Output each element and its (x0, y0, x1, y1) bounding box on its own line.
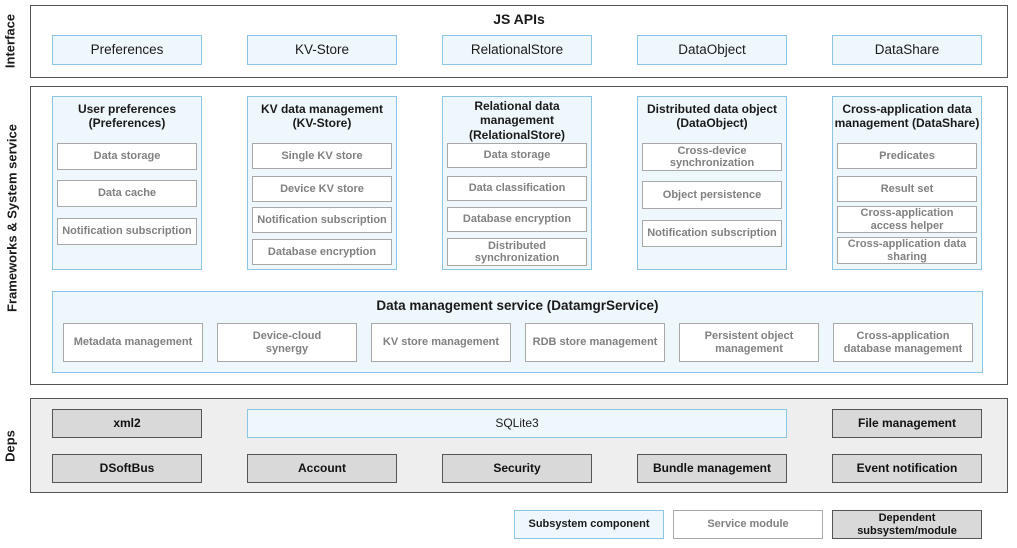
kv-single-kv-store: Single KV store (252, 143, 392, 169)
panel-preferences: User preferences (Preferences) Data stor… (52, 96, 202, 270)
api-dataobject: DataObject (637, 35, 787, 65)
legend-dependent-module: Dependent subsystem/module (832, 510, 982, 539)
dep-file-management: File management (832, 409, 982, 438)
dep-bundle-management: Bundle management (637, 454, 787, 483)
dms-metadata-management: Metadata management (63, 323, 203, 362)
dep-xml2: xml2 (52, 409, 202, 438)
datamgr-service-panel: Data management service (DatamgrService)… (52, 291, 983, 373)
rdb-data-storage: Data storage (447, 143, 587, 168)
legend-service-module: Service module (673, 510, 823, 539)
rdb-distributed-synchronization: Distributed synchronization (447, 238, 587, 266)
panel-datashare-title: Cross-application data management (DataS… (834, 102, 980, 131)
dep-account: Account (247, 454, 397, 483)
js-apis-title: JS APIs (493, 11, 545, 27)
dep-dsoftbus: DSoftBus (52, 454, 202, 483)
dms-rdb-store-management: RDB store management (525, 323, 665, 362)
panel-datashare: Cross-application data management (DataS… (832, 96, 982, 270)
share-access-helper: Cross-application access helper (837, 206, 977, 233)
panel-dataobject: Distributed data object (DataObject) Cro… (637, 96, 787, 270)
panel-relationalstore: Relational data management (RelationalSt… (442, 96, 592, 270)
share-data-sharing: Cross-application data sharing (837, 237, 977, 264)
share-predicates: Predicates (837, 143, 977, 169)
kv-device-kv-store: Device KV store (252, 176, 392, 202)
panel-relationalstore-title: Relational data management (RelationalSt… (468, 99, 565, 142)
api-kv-store: KV-Store (247, 35, 397, 65)
pref-notification-subscription: Notification subscription (57, 218, 197, 245)
api-preferences: Preferences (52, 35, 202, 65)
dms-kv-store-management: KV store management (371, 323, 511, 362)
kv-database-encryption: Database encryption (252, 239, 392, 265)
api-relationalstore: RelationalStore (442, 35, 592, 65)
pref-data-cache: Data cache (57, 180, 197, 207)
panel-preferences-title: User preferences (Preferences) (77, 102, 177, 131)
obj-cross-device-sync: Cross-device synchronization (642, 143, 782, 171)
share-result-set: Result set (837, 176, 977, 202)
dms-persistent-object-management: Persistent object management (679, 323, 819, 362)
dep-sqlite3: SQLite3 (247, 409, 787, 438)
obj-notification-subscription: Notification subscription (642, 220, 782, 247)
interface-label: Interface (2, 13, 18, 69)
panel-kv-store: KV data management (KV-Store) Single KV … (247, 96, 397, 270)
dms-device-cloud-synergy: Device-cloud synergy (217, 323, 357, 362)
rdb-database-encryption: Database encryption (447, 207, 587, 232)
rdb-data-classification: Data classification (447, 176, 587, 201)
pref-data-storage: Data storage (57, 143, 197, 170)
api-datashare: DataShare (832, 35, 982, 65)
dep-security: Security (442, 454, 592, 483)
panel-kv-store-title: KV data management (KV-Store) (260, 102, 384, 131)
frameworks-label: Frameworks & System service (4, 124, 20, 312)
kv-notification-subscription: Notification subscription (252, 207, 392, 233)
datamgr-service-title: Data management service (DatamgrService) (376, 298, 659, 313)
obj-object-persistence: Object persistence (642, 181, 782, 209)
panel-dataobject-title: Distributed data object (DataObject) (646, 102, 777, 131)
dep-event-notification: Event notification (832, 454, 982, 483)
legend-subsystem-component: Subsystem component (514, 510, 664, 539)
deps-label: Deps (2, 430, 18, 462)
dms-cross-app-database-management: Cross-application database management (833, 323, 973, 362)
